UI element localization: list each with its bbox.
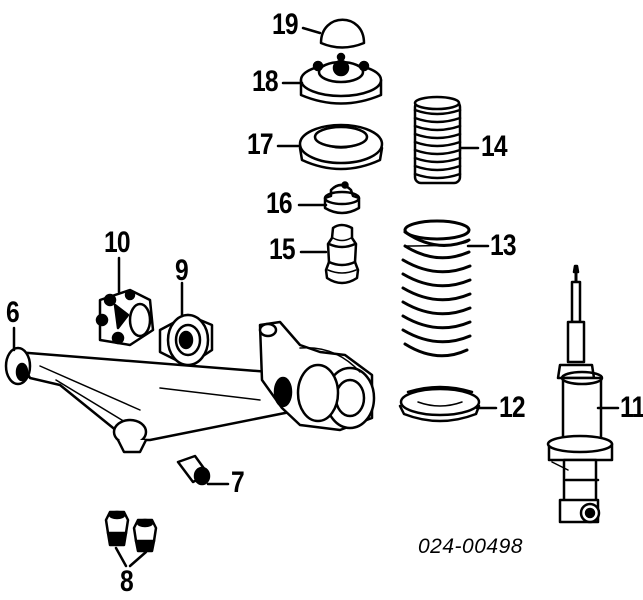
upper-support-part [299, 52, 383, 105]
hub-flange-part [95, 288, 155, 347]
callout-15: 15 [269, 233, 296, 266]
callout-16: 16 [266, 187, 293, 220]
shock-absorber-part [546, 264, 614, 524]
callout-18: 18 [252, 65, 279, 98]
control-arm-part [4, 320, 376, 454]
reference-code: 024-00498 [418, 535, 523, 558]
callout-9: 9 [175, 254, 189, 287]
callout-7: 7 [231, 466, 245, 499]
callout-11: 11 [620, 391, 643, 424]
lower-insulator-part [398, 385, 481, 423]
wheel-bearing-part [158, 313, 214, 368]
callout-19: 19 [272, 8, 299, 41]
bump-stop-part [324, 223, 360, 285]
coil-spring-part [401, 219, 472, 358]
callout-14: 14 [481, 130, 508, 163]
dust-boot-part [413, 95, 462, 185]
mount-bushings-part [104, 510, 158, 553]
callout-6: 6 [6, 296, 20, 329]
spring-seat-part [298, 123, 384, 171]
bump-stop-cap-part [323, 181, 361, 215]
callout-13: 13 [490, 229, 517, 262]
leader-lines [12, 26, 620, 568]
dust-cap-part [319, 18, 366, 49]
callout-8: 8 [120, 565, 134, 598]
callout-10: 10 [104, 226, 131, 259]
callout-17: 17 [247, 128, 274, 161]
bushing-part [176, 454, 211, 486]
callout-12: 12 [499, 391, 526, 424]
